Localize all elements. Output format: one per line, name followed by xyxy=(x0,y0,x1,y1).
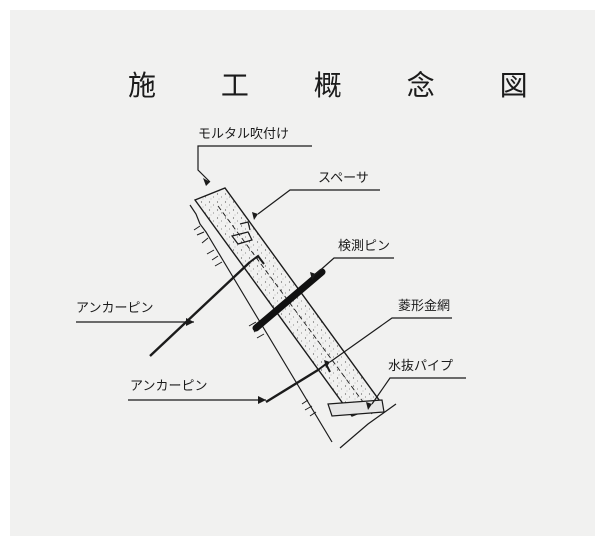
toe-ground xyxy=(339,403,397,449)
leader-lines xyxy=(76,145,466,405)
label-mortar: モルタル吹付け xyxy=(198,127,290,142)
label-drain-pipe: 水抜パイプ xyxy=(388,359,454,374)
spacer-bracket xyxy=(230,231,253,245)
arrow-heads xyxy=(186,178,372,410)
label-wire-mesh: 菱形金網 xyxy=(398,299,451,314)
drawing-sheet xyxy=(10,10,595,536)
label-anchor-pin-lower: アンカーピン xyxy=(130,379,208,394)
label-spacer: スペーサ xyxy=(318,171,369,186)
label-inspection-pin: 検測ピン xyxy=(338,239,391,254)
drain-pipe xyxy=(327,399,385,417)
label-anchor-pin-upper: アンカーピン xyxy=(76,301,154,316)
anchor-pin-upper xyxy=(149,254,265,357)
diagram-title: 施 工 概 念 図 xyxy=(128,69,556,102)
wire-mesh-line xyxy=(217,205,373,415)
inspection-pin xyxy=(252,268,326,332)
